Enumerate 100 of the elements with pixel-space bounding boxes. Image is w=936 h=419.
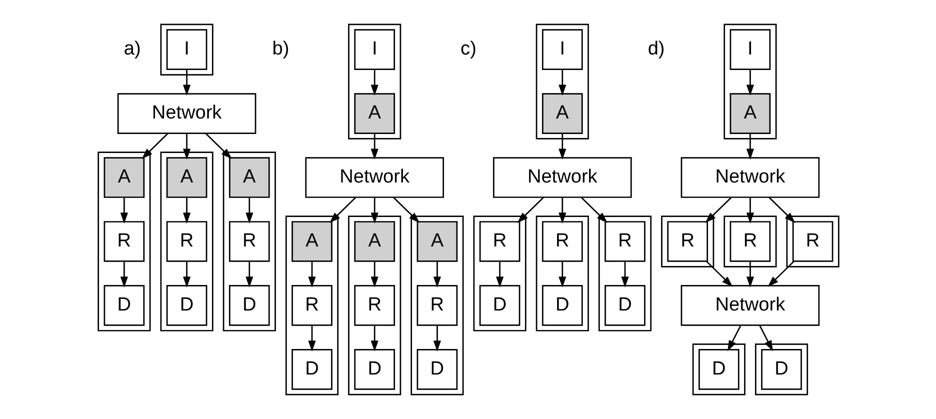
arrow — [308, 262, 316, 288]
node-box: D — [166, 285, 207, 326]
cluster — [723, 24, 776, 140]
node-box: D — [354, 349, 394, 390]
node-box: Network — [116, 93, 256, 134]
node-box: A — [166, 157, 207, 198]
node-box: Network — [304, 157, 444, 198]
node-box: Network — [680, 157, 820, 198]
arrow — [704, 197, 732, 223]
arrow — [370, 70, 378, 96]
node-box: A — [729, 93, 770, 134]
node-box: D — [228, 285, 270, 326]
cluster — [284, 216, 338, 396]
arrow — [726, 325, 741, 352]
cluster — [410, 216, 464, 396]
node-box: D — [542, 285, 582, 326]
cluster — [692, 344, 745, 396]
node-box: D — [604, 285, 645, 326]
node-box: D — [103, 285, 144, 326]
arrow — [758, 325, 772, 352]
arrow — [308, 326, 316, 352]
label: a) — [123, 38, 140, 60]
arrow — [558, 70, 566, 96]
arrow — [182, 134, 190, 160]
arrow — [620, 262, 628, 288]
node-box: A — [416, 221, 458, 262]
cluster — [786, 216, 839, 268]
node-box: R — [291, 285, 332, 326]
node-box: A — [103, 157, 144, 198]
node-box: I — [729, 29, 770, 70]
label: b) — [272, 38, 289, 60]
node-box: Network — [680, 285, 820, 326]
node-box: Network — [492, 157, 632, 198]
arrow — [768, 197, 795, 223]
arrow — [370, 198, 378, 224]
arrow — [245, 262, 253, 288]
arrow — [182, 262, 190, 288]
cluster — [348, 216, 401, 396]
cluster — [535, 24, 588, 140]
cluster — [97, 152, 150, 332]
arrow — [141, 133, 168, 159]
node-box: R — [228, 221, 270, 262]
arrow — [558, 198, 566, 224]
arrow — [746, 134, 754, 160]
arrow — [370, 326, 378, 352]
node-box: R — [103, 221, 144, 262]
arrow — [182, 70, 190, 96]
arrow — [706, 261, 732, 287]
arrow — [746, 262, 754, 288]
node-box: A — [228, 157, 270, 198]
node-box: R — [729, 221, 770, 262]
cluster — [222, 152, 276, 332]
node-box: R — [666, 221, 708, 262]
node-box: R — [604, 221, 645, 262]
cluster — [723, 216, 776, 268]
label: d) — [647, 38, 664, 60]
arrow — [516, 197, 544, 223]
arrow — [746, 70, 754, 96]
node-box: R — [542, 221, 582, 262]
arrow — [120, 198, 128, 224]
cluster — [754, 344, 808, 396]
cluster — [660, 216, 714, 268]
node-box: R — [416, 285, 458, 326]
node-box: D — [291, 349, 332, 390]
arrow — [432, 326, 441, 352]
node-box: A — [291, 221, 332, 262]
arrow — [495, 262, 504, 288]
arrow — [432, 262, 441, 288]
node-box: A — [354, 221, 394, 262]
node-box: R — [166, 221, 207, 262]
label: c) — [460, 38, 476, 60]
cluster — [472, 216, 526, 332]
node-box: D — [760, 349, 802, 390]
arrow — [558, 134, 566, 160]
arrow — [204, 133, 232, 159]
node-box: A — [542, 93, 582, 134]
arrow — [580, 197, 607, 223]
cluster — [348, 24, 401, 140]
node-box: I — [354, 29, 394, 70]
arrow — [767, 261, 794, 287]
node-box: D — [478, 285, 520, 326]
node-box: I — [542, 29, 582, 70]
node-box: R — [478, 221, 520, 262]
node-box: D — [416, 349, 458, 390]
cluster — [160, 24, 213, 76]
node-box: R — [792, 221, 833, 262]
arrow — [245, 198, 253, 224]
node-box: D — [698, 349, 739, 390]
cluster — [160, 152, 213, 332]
arrow — [182, 198, 190, 224]
arrow — [558, 262, 566, 288]
node-box: A — [354, 93, 394, 134]
arrow — [329, 197, 356, 223]
arrow — [120, 262, 128, 288]
arrow — [746, 198, 754, 224]
cluster — [535, 216, 588, 332]
node-box: I — [166, 29, 207, 70]
node-box: R — [354, 285, 394, 326]
arrow — [392, 197, 420, 223]
arrow — [370, 262, 378, 288]
